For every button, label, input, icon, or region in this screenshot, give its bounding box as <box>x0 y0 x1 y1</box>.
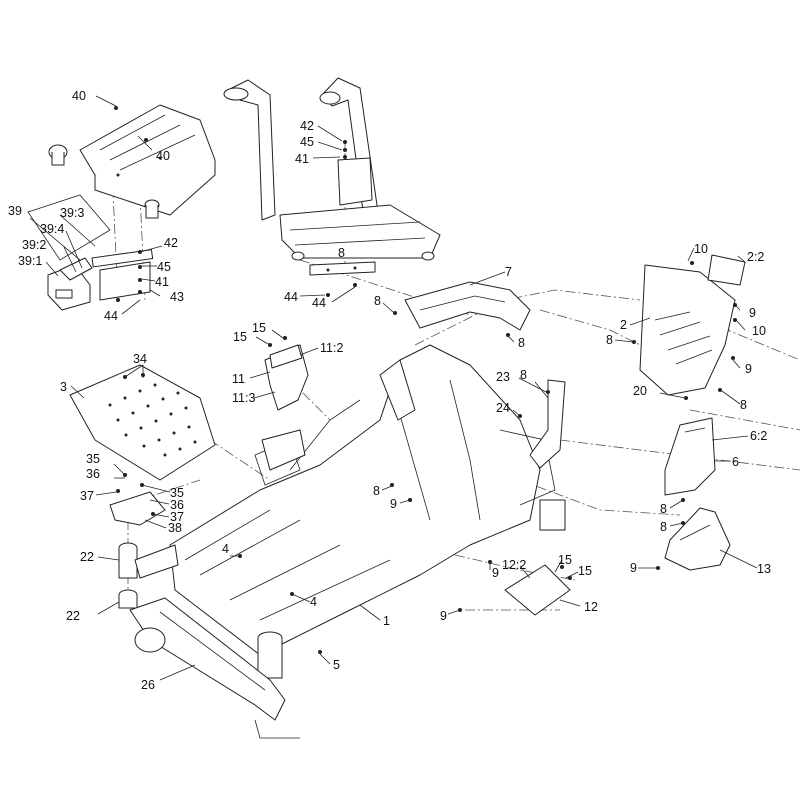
callout: 15 <box>578 564 592 578</box>
callout: 13 <box>757 562 771 576</box>
callout: 39:3 <box>60 206 84 220</box>
callout: 44 <box>312 296 326 310</box>
callout: 11:2 <box>320 341 343 355</box>
callout: 8 <box>338 246 345 260</box>
callout: 38 <box>168 521 182 535</box>
bracket-23 <box>529 379 566 469</box>
leader-lines <box>29 95 758 681</box>
callout: 36 <box>170 498 184 512</box>
callout: 24 <box>496 401 510 415</box>
callout: 39:1 <box>18 254 42 268</box>
callout: 11:3 <box>232 391 255 405</box>
callout: 35 <box>86 452 100 466</box>
callout: 5 <box>333 658 340 672</box>
seat-support-frame <box>48 104 216 219</box>
front-axle-26 <box>129 597 300 739</box>
fender-7 <box>404 281 531 331</box>
callout: 10 <box>694 242 708 256</box>
callout: 43 <box>170 290 184 304</box>
callout: 3 <box>60 380 67 394</box>
callout: 15 <box>252 321 266 335</box>
callout: 10 <box>752 324 766 338</box>
floor-plate-3 <box>69 364 216 481</box>
callout: 8 <box>660 502 667 516</box>
callout: 11 <box>232 372 245 386</box>
panel-6 <box>664 417 716 496</box>
callout: 9 <box>745 362 752 376</box>
callout: 2 <box>620 318 627 332</box>
callout: 44 <box>284 290 298 304</box>
rear-shield-2 <box>639 254 746 396</box>
callout: 9 <box>749 306 756 320</box>
callout: 22 <box>66 609 80 623</box>
callout: 41 <box>295 152 309 166</box>
callout: 8 <box>606 333 613 347</box>
callout: 42 <box>164 236 178 250</box>
callout: 35 <box>170 486 184 500</box>
callout: 45 <box>300 135 314 149</box>
callout: 26 <box>141 678 155 692</box>
callout: 8 <box>740 398 747 412</box>
seat-latch-assembly <box>27 194 154 311</box>
callout: 6:2 <box>750 429 767 443</box>
callout: 45 <box>157 260 171 274</box>
callout: 9 <box>492 566 499 580</box>
main-frame <box>169 344 566 679</box>
fasteners <box>114 106 737 654</box>
callout: 44 <box>104 309 118 323</box>
callout: 8 <box>520 368 527 382</box>
callout: 42 <box>300 119 314 133</box>
callout: 12 <box>584 600 598 614</box>
callout: 40 <box>156 149 170 163</box>
callout: 39 <box>8 204 22 218</box>
callout: 15 <box>558 553 572 567</box>
callout: 7 <box>505 265 512 279</box>
callout: 15 <box>233 330 247 344</box>
callout: 39:4 <box>40 222 64 236</box>
bushings-22 <box>118 542 179 609</box>
callout: 41 <box>155 275 169 289</box>
callout: 39:2 <box>22 238 46 252</box>
callout: 40 <box>72 89 86 103</box>
callout: 6 <box>732 455 739 469</box>
bracket-11 <box>261 344 309 471</box>
plate-12 <box>504 564 571 616</box>
callout: 8 <box>660 520 667 534</box>
callout: 9 <box>440 609 447 623</box>
callout: 37 <box>80 489 94 503</box>
callout: 1 <box>383 614 390 628</box>
callout: 9 <box>630 561 637 575</box>
shield-13 <box>664 507 731 571</box>
callout: 34 <box>133 352 147 366</box>
callout: 36 <box>86 467 100 481</box>
bracket-38 <box>109 491 166 526</box>
callout: 12:2 <box>502 558 526 572</box>
callout: 22 <box>80 550 94 564</box>
callout: 4 <box>310 595 317 609</box>
callout: 9 <box>390 497 397 511</box>
callout: 4 <box>222 542 229 556</box>
callout: 37 <box>170 510 184 524</box>
callout-labels: 40 40 39 39:3 39:4 39:2 39:1 42 45 41 43… <box>8 89 771 692</box>
callout: 8 <box>518 336 525 350</box>
callout: 8 <box>374 294 381 308</box>
callout: 23 <box>496 370 510 384</box>
rops-roll-bar <box>223 77 441 276</box>
callout: 8 <box>373 484 380 498</box>
callout: 20 <box>633 384 647 398</box>
callout: 2:2 <box>747 250 764 264</box>
